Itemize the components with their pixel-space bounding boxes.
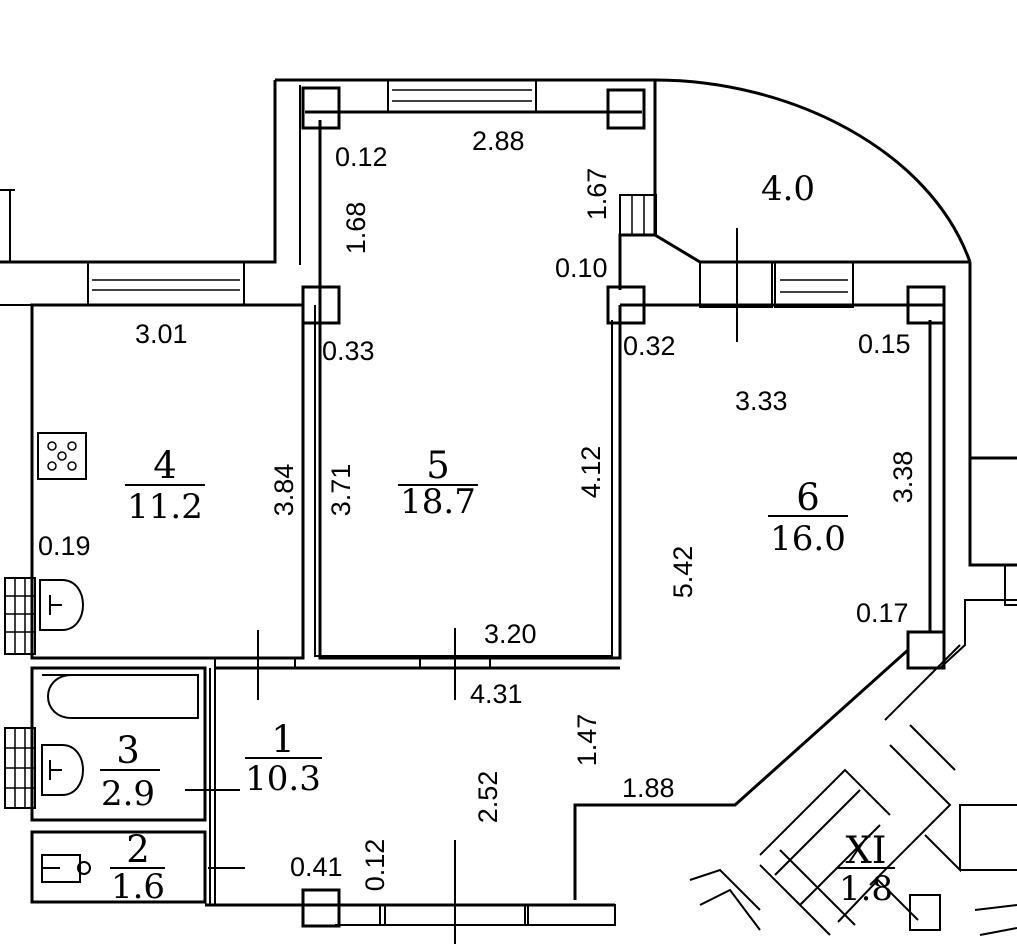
- room-6-label: 6 16.0: [768, 476, 848, 559]
- room-5-label: 5 18.7: [398, 444, 478, 522]
- dimension-label: 4.31: [470, 679, 523, 709]
- radiator-icon: [4, 727, 36, 809]
- svg-text:10.3: 10.3: [245, 759, 321, 799]
- dimension-label: 3.20: [484, 619, 537, 649]
- svg-text:18.7: 18.7: [400, 482, 476, 522]
- svg-text:XI: XI: [846, 829, 887, 872]
- dimension-label: 0.17: [856, 598, 909, 628]
- dimension-label: 0.32: [623, 331, 676, 361]
- svg-text:1.6: 1.6: [111, 867, 165, 907]
- svg-text:6: 6: [796, 476, 820, 519]
- svg-text:2: 2: [126, 828, 150, 871]
- stove-icon: [37, 432, 87, 480]
- sink-icon: [39, 579, 84, 631]
- dimension-label: 3.84: [269, 464, 299, 517]
- dimension-label: 2.52: [473, 771, 503, 824]
- dimension-label: 1.68: [341, 202, 371, 255]
- svg-text:3: 3: [116, 729, 140, 772]
- room-2-label: 2 1.6: [110, 828, 165, 907]
- room-3-label: 3 2.9: [100, 729, 160, 814]
- dimension-label: 0.19: [38, 531, 91, 561]
- svg-text:16.0: 16.0: [770, 519, 846, 559]
- dimension-label: 1.88: [622, 773, 675, 803]
- dimension-label: 4.12: [576, 446, 606, 499]
- dimension-label: 0.41: [290, 852, 343, 882]
- room-1-label: 1 10.3: [245, 718, 322, 799]
- svg-text:4: 4: [153, 444, 177, 487]
- dimension-label: 1.47: [572, 714, 602, 767]
- svg-text:1.8: 1.8: [839, 869, 893, 909]
- walls: [0, 78, 1017, 944]
- toilet-icon: [41, 854, 91, 883]
- dimension-label: 3.33: [735, 386, 788, 416]
- room-4-label: 4 11.2: [125, 444, 205, 527]
- dimension-label: 0.12: [335, 142, 388, 172]
- dimension-label: 0.33: [322, 336, 375, 366]
- dimension-label: 0.12: [360, 839, 390, 892]
- balcony-area-label: 4.0: [761, 169, 815, 209]
- dimension-label: 0.15: [858, 329, 911, 359]
- svg-text:2.9: 2.9: [101, 774, 155, 814]
- dimension-label: 2.88: [472, 126, 525, 156]
- room-xi-label: XI 1.8: [838, 829, 895, 909]
- dimension-label: 3.01: [135, 319, 188, 349]
- svg-text:1: 1: [271, 718, 295, 761]
- dimension-label: 0.10: [555, 253, 608, 283]
- dimension-label: 1.67: [582, 168, 612, 221]
- washbasin-icon: [41, 744, 84, 796]
- lattice-pattern: [689, 644, 1017, 936]
- radiator-icon: [4, 577, 36, 655]
- dimension-label: 3.38: [888, 451, 918, 504]
- svg-text:5: 5: [426, 444, 450, 487]
- svg-text:11.2: 11.2: [127, 487, 203, 527]
- dimension-label: 3.71: [326, 464, 356, 517]
- dimension-labels: 0.12 2.88 1.68 1.67 0.10 3.01 0.33 0.32 …: [38, 126, 918, 891]
- dimension-label: 5.42: [668, 546, 698, 599]
